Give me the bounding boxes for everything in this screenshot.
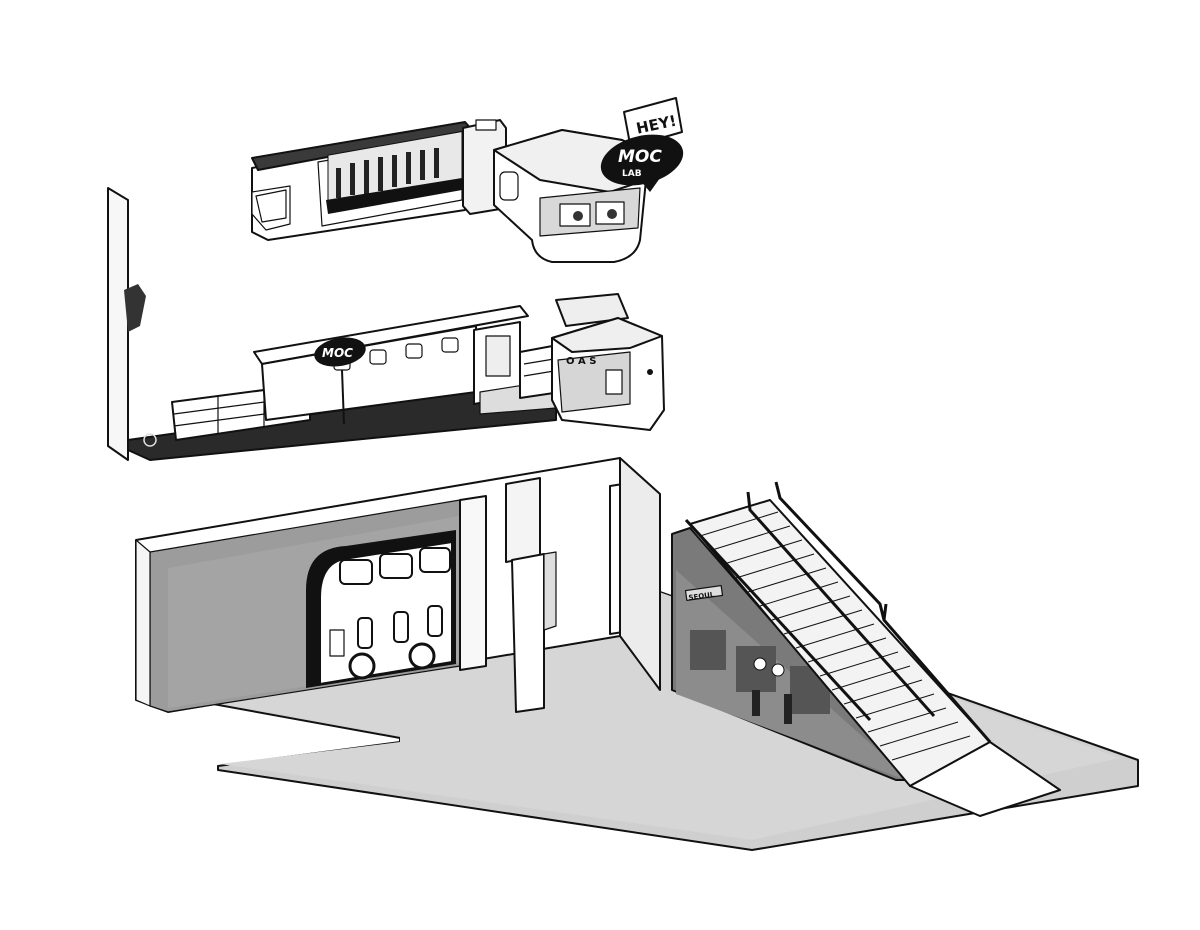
people-display-strip	[326, 130, 463, 214]
handrails	[684, 481, 992, 743]
moc-small-sign: MOC	[314, 337, 366, 367]
octagonal-kiosk: O A S	[551, 317, 665, 431]
kiosk-sign-text: O A S	[566, 356, 596, 367]
side-wall	[619, 457, 661, 691]
staircase	[684, 481, 1061, 817]
bus-graphic	[306, 530, 456, 688]
moc-logo-text: MOC	[618, 147, 662, 167]
metro-platform-scene: SEOUL	[671, 527, 911, 781]
left-wall-panel	[107, 187, 146, 461]
bottom-module: SEOUL	[135, 457, 1139, 851]
display-counter	[251, 119, 507, 241]
lab-logo-text: LAB	[622, 169, 642, 179]
moc-lab-logo-bubble: MOC LAB	[600, 134, 684, 192]
platform-sign-text: SEOUL	[688, 591, 715, 603]
moc-small-text: MOC	[322, 346, 353, 360]
middle-module: MOC O A S	[107, 187, 665, 461]
top-module: HEY! MOC LAB	[251, 97, 684, 263]
